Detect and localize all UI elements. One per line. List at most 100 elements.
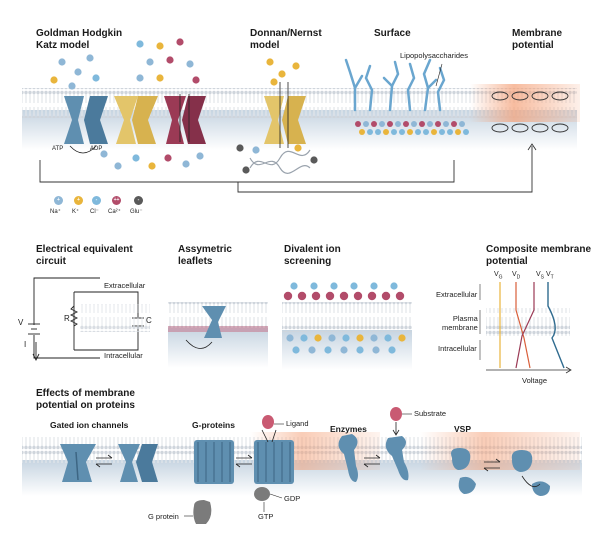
na-ion (252, 146, 260, 154)
legend-ca: Ca²⁺ (108, 209, 121, 215)
k-ion (266, 58, 274, 66)
title-ghk: Goldman Hodgkin Katz model (36, 28, 123, 51)
cl-ion (390, 282, 398, 290)
ca-ion (371, 121, 377, 127)
vd-label: VD (512, 271, 521, 281)
voltage-symbol: V (18, 318, 24, 327)
ca-ion (164, 154, 172, 162)
na-ion-icon: + (54, 196, 63, 205)
k-ion (270, 78, 278, 86)
equilibrium-arrows-3 (363, 454, 381, 468)
equilibrium-arrows-1 (95, 454, 113, 468)
ca-ion (339, 291, 349, 301)
adp-label: ADP (90, 146, 103, 152)
equilibrium-arrows-4 (483, 458, 501, 472)
cl-ion (324, 346, 332, 354)
title-gated: Gated ion channels (50, 420, 129, 430)
na-ion (459, 121, 465, 127)
na-ion (372, 346, 380, 354)
ghk-ca-channel (164, 94, 206, 144)
ca-ion (297, 291, 307, 301)
title-effects: Effects of membrane potential on protein… (36, 388, 135, 411)
title-gproteins: G-proteins (192, 420, 235, 430)
ca-ion (419, 121, 425, 127)
k-ion (431, 129, 437, 135)
title-electrical: Electrical equivalent circuit (36, 244, 133, 267)
ion-cloud (50, 38, 318, 174)
cl-ion (415, 129, 421, 135)
resistor-symbol: R (64, 314, 70, 323)
title-membrane-potential: Membrane potential (512, 28, 563, 51)
na-ion (363, 121, 369, 127)
cl-ion (356, 346, 364, 354)
k-ion (407, 129, 413, 135)
dna-helix (249, 149, 311, 174)
cl-ion (447, 129, 453, 135)
k-ion (294, 144, 302, 152)
ca-ion-icon: ++ (112, 196, 121, 205)
ca-ion (435, 121, 441, 127)
composite-series-labels: VG VD VS VT (494, 271, 574, 283)
cl-ion (136, 40, 144, 48)
capacitor-symbol: C (146, 316, 152, 325)
k-ion (398, 334, 406, 342)
k-ion (359, 129, 365, 135)
substrate-label: Substrate (414, 409, 447, 418)
legend-na: Na⁺ (50, 209, 61, 215)
k-ion (156, 74, 164, 82)
bottom-membrane (22, 432, 582, 496)
na-ion (146, 58, 154, 66)
gpcr-inactive (194, 440, 234, 484)
enzyme-active (385, 407, 412, 481)
na-ion (395, 121, 401, 127)
cl-ion (292, 346, 300, 354)
na-ion (186, 60, 194, 68)
legend-glu: Glu⁻ (130, 209, 143, 215)
title-asym: Assymetric leaflets (178, 244, 232, 267)
cl-ion (367, 129, 373, 135)
surface-ion-row (355, 121, 469, 135)
cl-ion (399, 129, 405, 135)
circuit-membrane (80, 304, 150, 332)
ca-ion (192, 76, 200, 84)
composite-intracellular: Intracellular (438, 344, 477, 353)
title-surface: Surface (374, 28, 411, 39)
lipopolysaccharide-chains (344, 58, 446, 112)
title-enzymes: Enzymes (330, 424, 367, 434)
na-ion (411, 121, 417, 127)
composite-chart (479, 282, 572, 374)
donnan-channel (264, 82, 306, 148)
ca-ion (381, 291, 391, 301)
cl-ion (92, 74, 100, 82)
vsp-active (511, 450, 550, 496)
current-symbol: I (24, 340, 27, 349)
ca-ion (166, 56, 174, 64)
vt-label: VT (546, 271, 554, 281)
na-ion (196, 152, 204, 160)
cl-ion (330, 282, 338, 290)
na-ion (443, 121, 449, 127)
na-ion (182, 160, 190, 168)
ligand-label: Ligand (286, 419, 309, 428)
ca-ion (311, 291, 321, 301)
cl-ion (350, 282, 358, 290)
substrate-shape (390, 407, 402, 421)
k-ion (292, 62, 300, 70)
na-ion (68, 82, 76, 90)
ion-legend: + Na⁺ + K⁺ - Cl⁻ ++ Ca²⁺ - Glu⁻ (50, 196, 230, 220)
top-connector-lines (39, 143, 537, 193)
divalent-ions (283, 282, 406, 354)
legend-k: K⁺ (72, 209, 80, 215)
vs-label: VS (536, 271, 545, 281)
na-ion (86, 54, 94, 62)
vg-label: VG (494, 271, 503, 281)
cl-ion (132, 154, 140, 162)
k-ion (383, 129, 389, 135)
ca-ion (367, 291, 377, 301)
enzyme-inactive (338, 434, 358, 482)
na-ion (370, 334, 378, 342)
voltage-axis-label: Voltage (522, 376, 548, 385)
ghk-k-channel (114, 96, 158, 144)
ca-ion (283, 291, 293, 301)
